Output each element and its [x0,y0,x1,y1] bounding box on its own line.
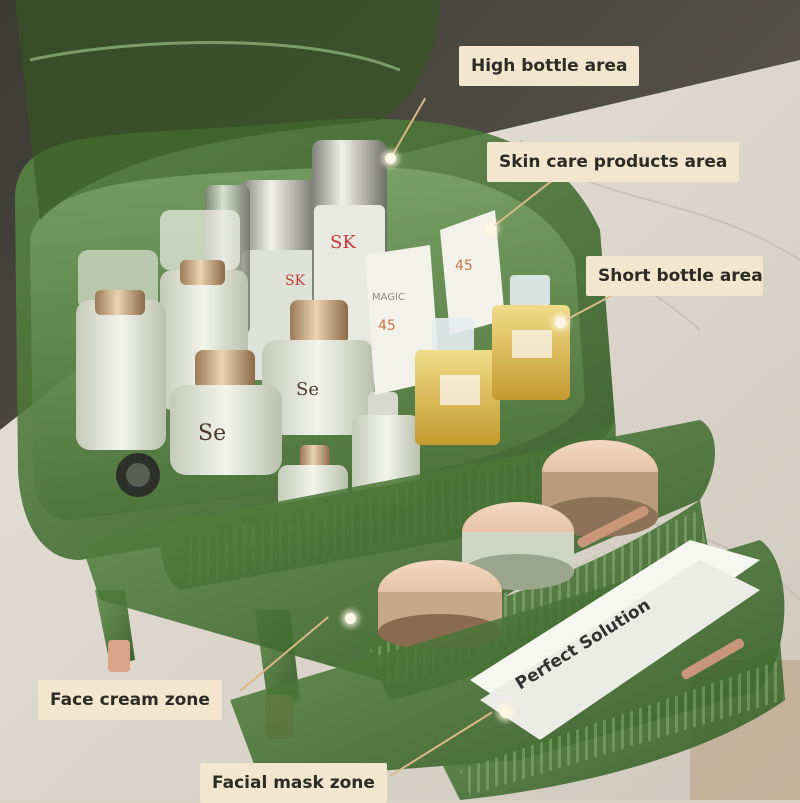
sk-label-2: SK [285,273,306,289]
label-high-bottle-area: High bottle area [459,46,640,86]
label-facial-mask-zone: Facial mask zone [200,763,387,803]
jar-logo: Se [198,421,226,446]
jar-logo-2: Se [296,379,319,400]
tube-brand: MAGIC [372,292,405,303]
label-face-cream-zone: Face cream zone [38,680,222,720]
bottles: SK SK Se Se MAGIC 45 45 [76,140,570,520]
sk-label: SK [330,232,356,253]
tube-number: 45 [378,318,396,334]
tube-number-2: 45 [455,258,473,274]
dot-facial-mask [499,706,511,718]
mask-drawer: Perfect Solution [230,540,785,800]
dot-face-cream [344,612,356,624]
dot-high-bottle [384,152,396,164]
dot-skin-care [484,222,496,234]
dot-short-bottle [554,316,566,328]
upper-drawer-handle [577,505,649,548]
label-skin-care-area: Skin care products area [487,142,740,182]
lower-drawer-handle [681,638,745,680]
label-short-bottle-area: Short bottle area [586,256,763,296]
